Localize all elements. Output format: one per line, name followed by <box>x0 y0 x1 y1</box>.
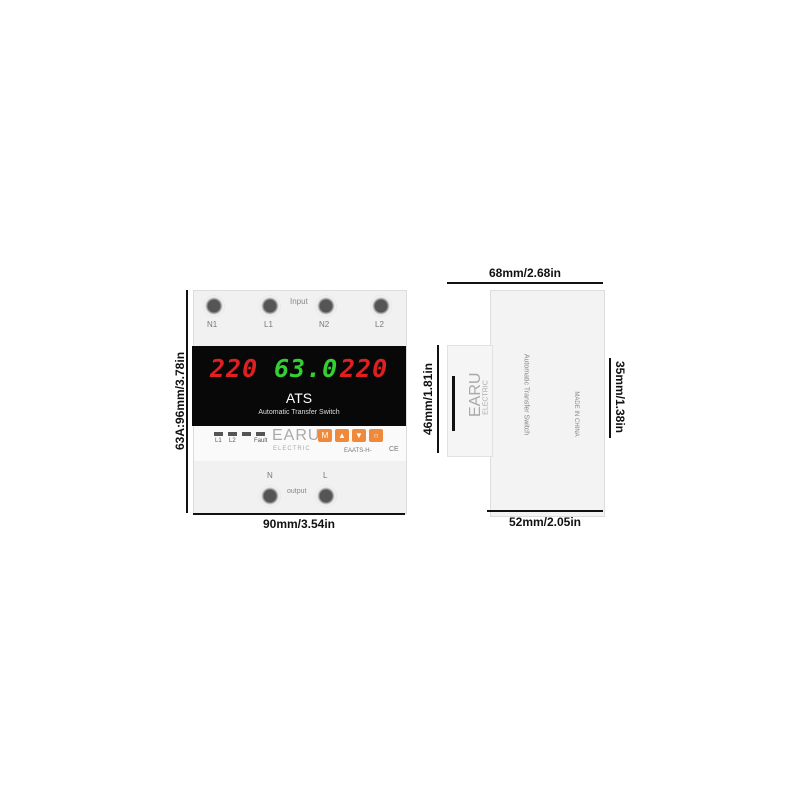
voltage-left: 220 <box>210 354 259 383</box>
terminal-screw <box>259 485 281 507</box>
side-made-in: MADE IN CHINA <box>573 391 579 437</box>
model-label: EAATS-H- <box>344 448 372 454</box>
voltage-right: 220 <box>340 354 389 383</box>
control-panel: L1 L2 Fault EARU ELECTRIC M ▲ ▼ ○ EAATS-… <box>194 426 406 461</box>
side-product: Automatic Transfer Switch <box>522 353 530 436</box>
dimension-line <box>447 282 603 284</box>
terminal-label: L <box>323 471 328 480</box>
terminal-screw <box>315 485 337 507</box>
terminal-screw <box>203 295 225 317</box>
led-fault <box>256 432 265 436</box>
side-brand-sub: ELECTRIC <box>482 380 490 415</box>
ce-mark: CE <box>389 446 399 453</box>
terminal-label: N1 <box>207 320 218 329</box>
dimension-line <box>193 513 405 515</box>
input-label: Input <box>290 297 308 306</box>
terminal-screw <box>259 295 281 317</box>
mode-button[interactable]: M <box>318 429 332 442</box>
led-label: L2 <box>229 438 236 444</box>
brand-logo: EARU <box>272 427 321 444</box>
display-panel: 220 63.0 220 ATS Automatic Transfer Swit… <box>192 346 406 426</box>
terminal-label: N2 <box>319 320 330 329</box>
terminal-label: L1 <box>264 320 273 329</box>
side-device: Automatic Transfer Switch MADE IN CHINA <box>490 290 605 517</box>
led-label: L1 <box>215 438 222 444</box>
side-indicator-strip <box>452 376 455 431</box>
dimension-line <box>437 345 439 453</box>
led <box>242 432 251 436</box>
terminal-label: L2 <box>375 320 384 329</box>
terminal-screw <box>370 295 392 317</box>
power-button[interactable]: ○ <box>369 429 383 442</box>
up-button[interactable]: ▲ <box>335 429 349 442</box>
dimension-line <box>487 510 603 512</box>
side-label-area: Automatic Transfer Switch MADE IN CHINA <box>491 291 604 516</box>
dimension-width: 90mm/3.54in <box>262 517 336 531</box>
dimension-height: 63A:96mm/3.78in <box>173 351 187 451</box>
side-front-protrusion: EARU ELECTRIC <box>447 345 493 457</box>
led-label: Fault <box>254 438 268 444</box>
brand-sub: ELECTRIC <box>273 446 311 452</box>
current-center: 63.0 <box>274 354 339 383</box>
terminal-screw <box>315 295 337 317</box>
dimension-depth: 68mm/2.68in <box>488 266 562 280</box>
dimension-line <box>609 358 611 438</box>
led-l1 <box>214 432 223 436</box>
dimension-front-height: 46mm/1.81in <box>421 362 435 436</box>
dimension-line <box>186 290 188 513</box>
display-title: ATS <box>285 390 313 406</box>
led-l2 <box>228 432 237 436</box>
terminal-label: N <box>267 471 273 480</box>
down-button[interactable]: ▼ <box>352 429 366 442</box>
output-label: output <box>287 488 307 495</box>
dimension-back: 52mm/2.05in <box>508 515 582 529</box>
dimension-rail: 35mm/1.38in <box>613 360 627 434</box>
display-subtitle: Automatic Transfer Switch <box>258 409 340 416</box>
front-device: Input N1 L1 N2 L2 220 63.0 220 ATS Autom… <box>192 290 407 514</box>
